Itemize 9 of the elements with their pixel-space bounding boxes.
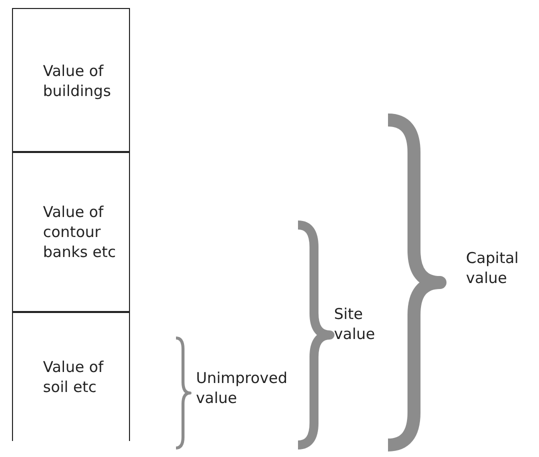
box-text: Value of contour banks etc [43,202,117,262]
value-box [12,8,130,153]
value-box [12,311,130,441]
brace-label: Unimproved value [196,368,288,408]
brace-label: Site value [334,304,376,344]
box-text: Value of buildings [43,60,112,100]
box-text: Value of soil etc [43,356,105,396]
value-box [12,151,130,313]
brace-label: Capital value [466,248,520,288]
